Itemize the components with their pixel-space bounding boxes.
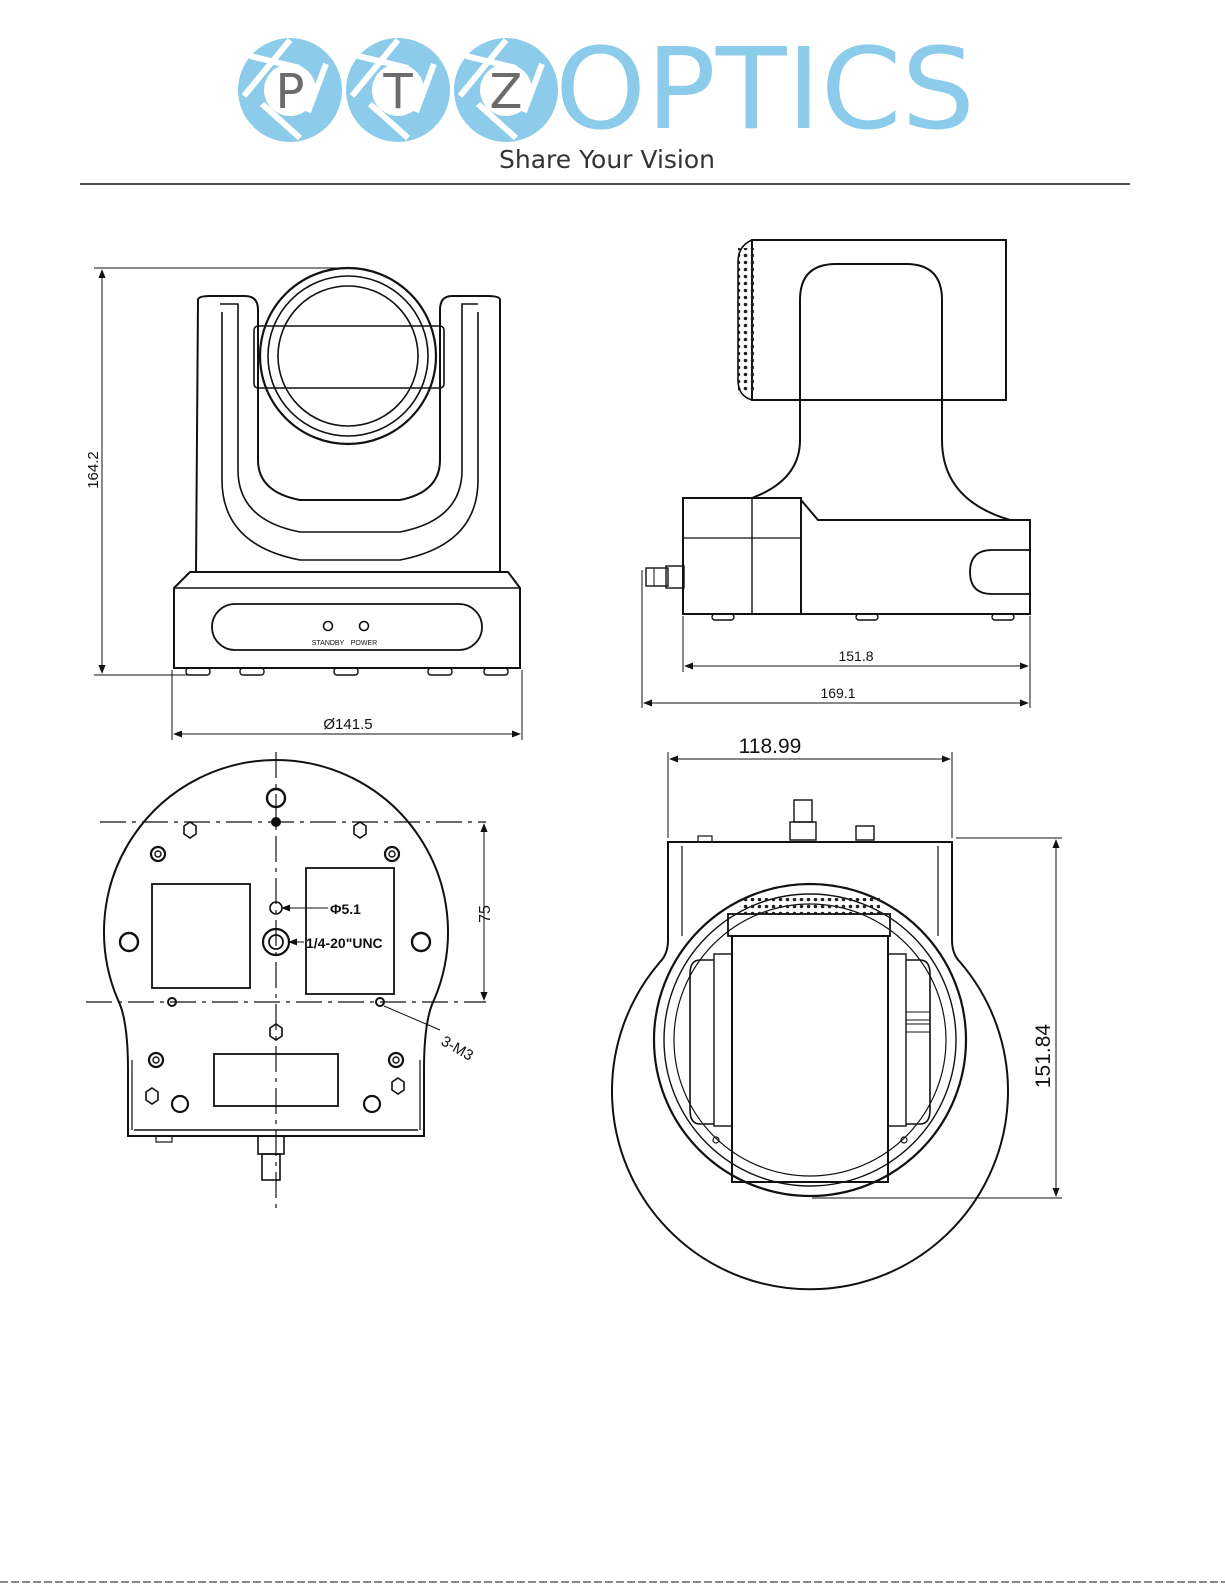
logo-aperture-p-icon: P bbox=[238, 38, 342, 142]
power-indicator-label: POWER bbox=[351, 640, 377, 647]
logo-letter-p: P bbox=[276, 64, 305, 120]
top-depth-dimension bbox=[812, 838, 1062, 1198]
bottom-hole-label: Φ5.1 bbox=[330, 901, 361, 917]
top-view: 118.99 151.84 bbox=[612, 735, 1062, 1289]
bottom-spacing-label: 75 bbox=[477, 905, 494, 923]
standby-indicator-label: STANDBY bbox=[312, 640, 345, 647]
ptzoptics-logo: P T Z OPTICS Share Your Vision bbox=[238, 25, 975, 174]
logo-letter-z: Z bbox=[490, 64, 523, 120]
logo-aperture-z-icon: Z bbox=[454, 38, 558, 142]
top-depth-label: 151.84 bbox=[1032, 1024, 1055, 1089]
side-base-length-label: 151.8 bbox=[838, 648, 873, 664]
bottom-thread-label: 1/4-20"UNC bbox=[306, 935, 383, 951]
bottom-view-centerlines bbox=[86, 752, 486, 1212]
logo-tagline: Share Your Vision bbox=[499, 145, 715, 174]
side-view-camera-outline bbox=[646, 240, 1030, 620]
logo-wordmark: OPTICS bbox=[555, 25, 975, 155]
top-width-label: 118.99 bbox=[739, 735, 802, 758]
front-height-dimension bbox=[94, 268, 345, 675]
bottom-screws-label: 3-M3 bbox=[438, 1033, 476, 1065]
bottom-view: 75 Φ5.1 1/4-20"UNC 3-M3 bbox=[86, 752, 494, 1212]
top-width-dimension bbox=[668, 752, 952, 838]
side-view: 151.8 169.1 bbox=[642, 240, 1030, 708]
top-view-camera-outline bbox=[612, 800, 1008, 1289]
front-view: STANDBY POWER 164.2 Ø141.5 bbox=[85, 268, 522, 740]
front-view-camera-outline bbox=[174, 268, 520, 675]
logo-letter-t: T bbox=[382, 64, 413, 120]
front-height-label: 164.2 bbox=[85, 451, 102, 489]
side-overall-length-label: 169.1 bbox=[820, 685, 855, 701]
logo-aperture-t-icon: T bbox=[346, 38, 450, 142]
front-width-label: Ø141.5 bbox=[323, 716, 372, 733]
